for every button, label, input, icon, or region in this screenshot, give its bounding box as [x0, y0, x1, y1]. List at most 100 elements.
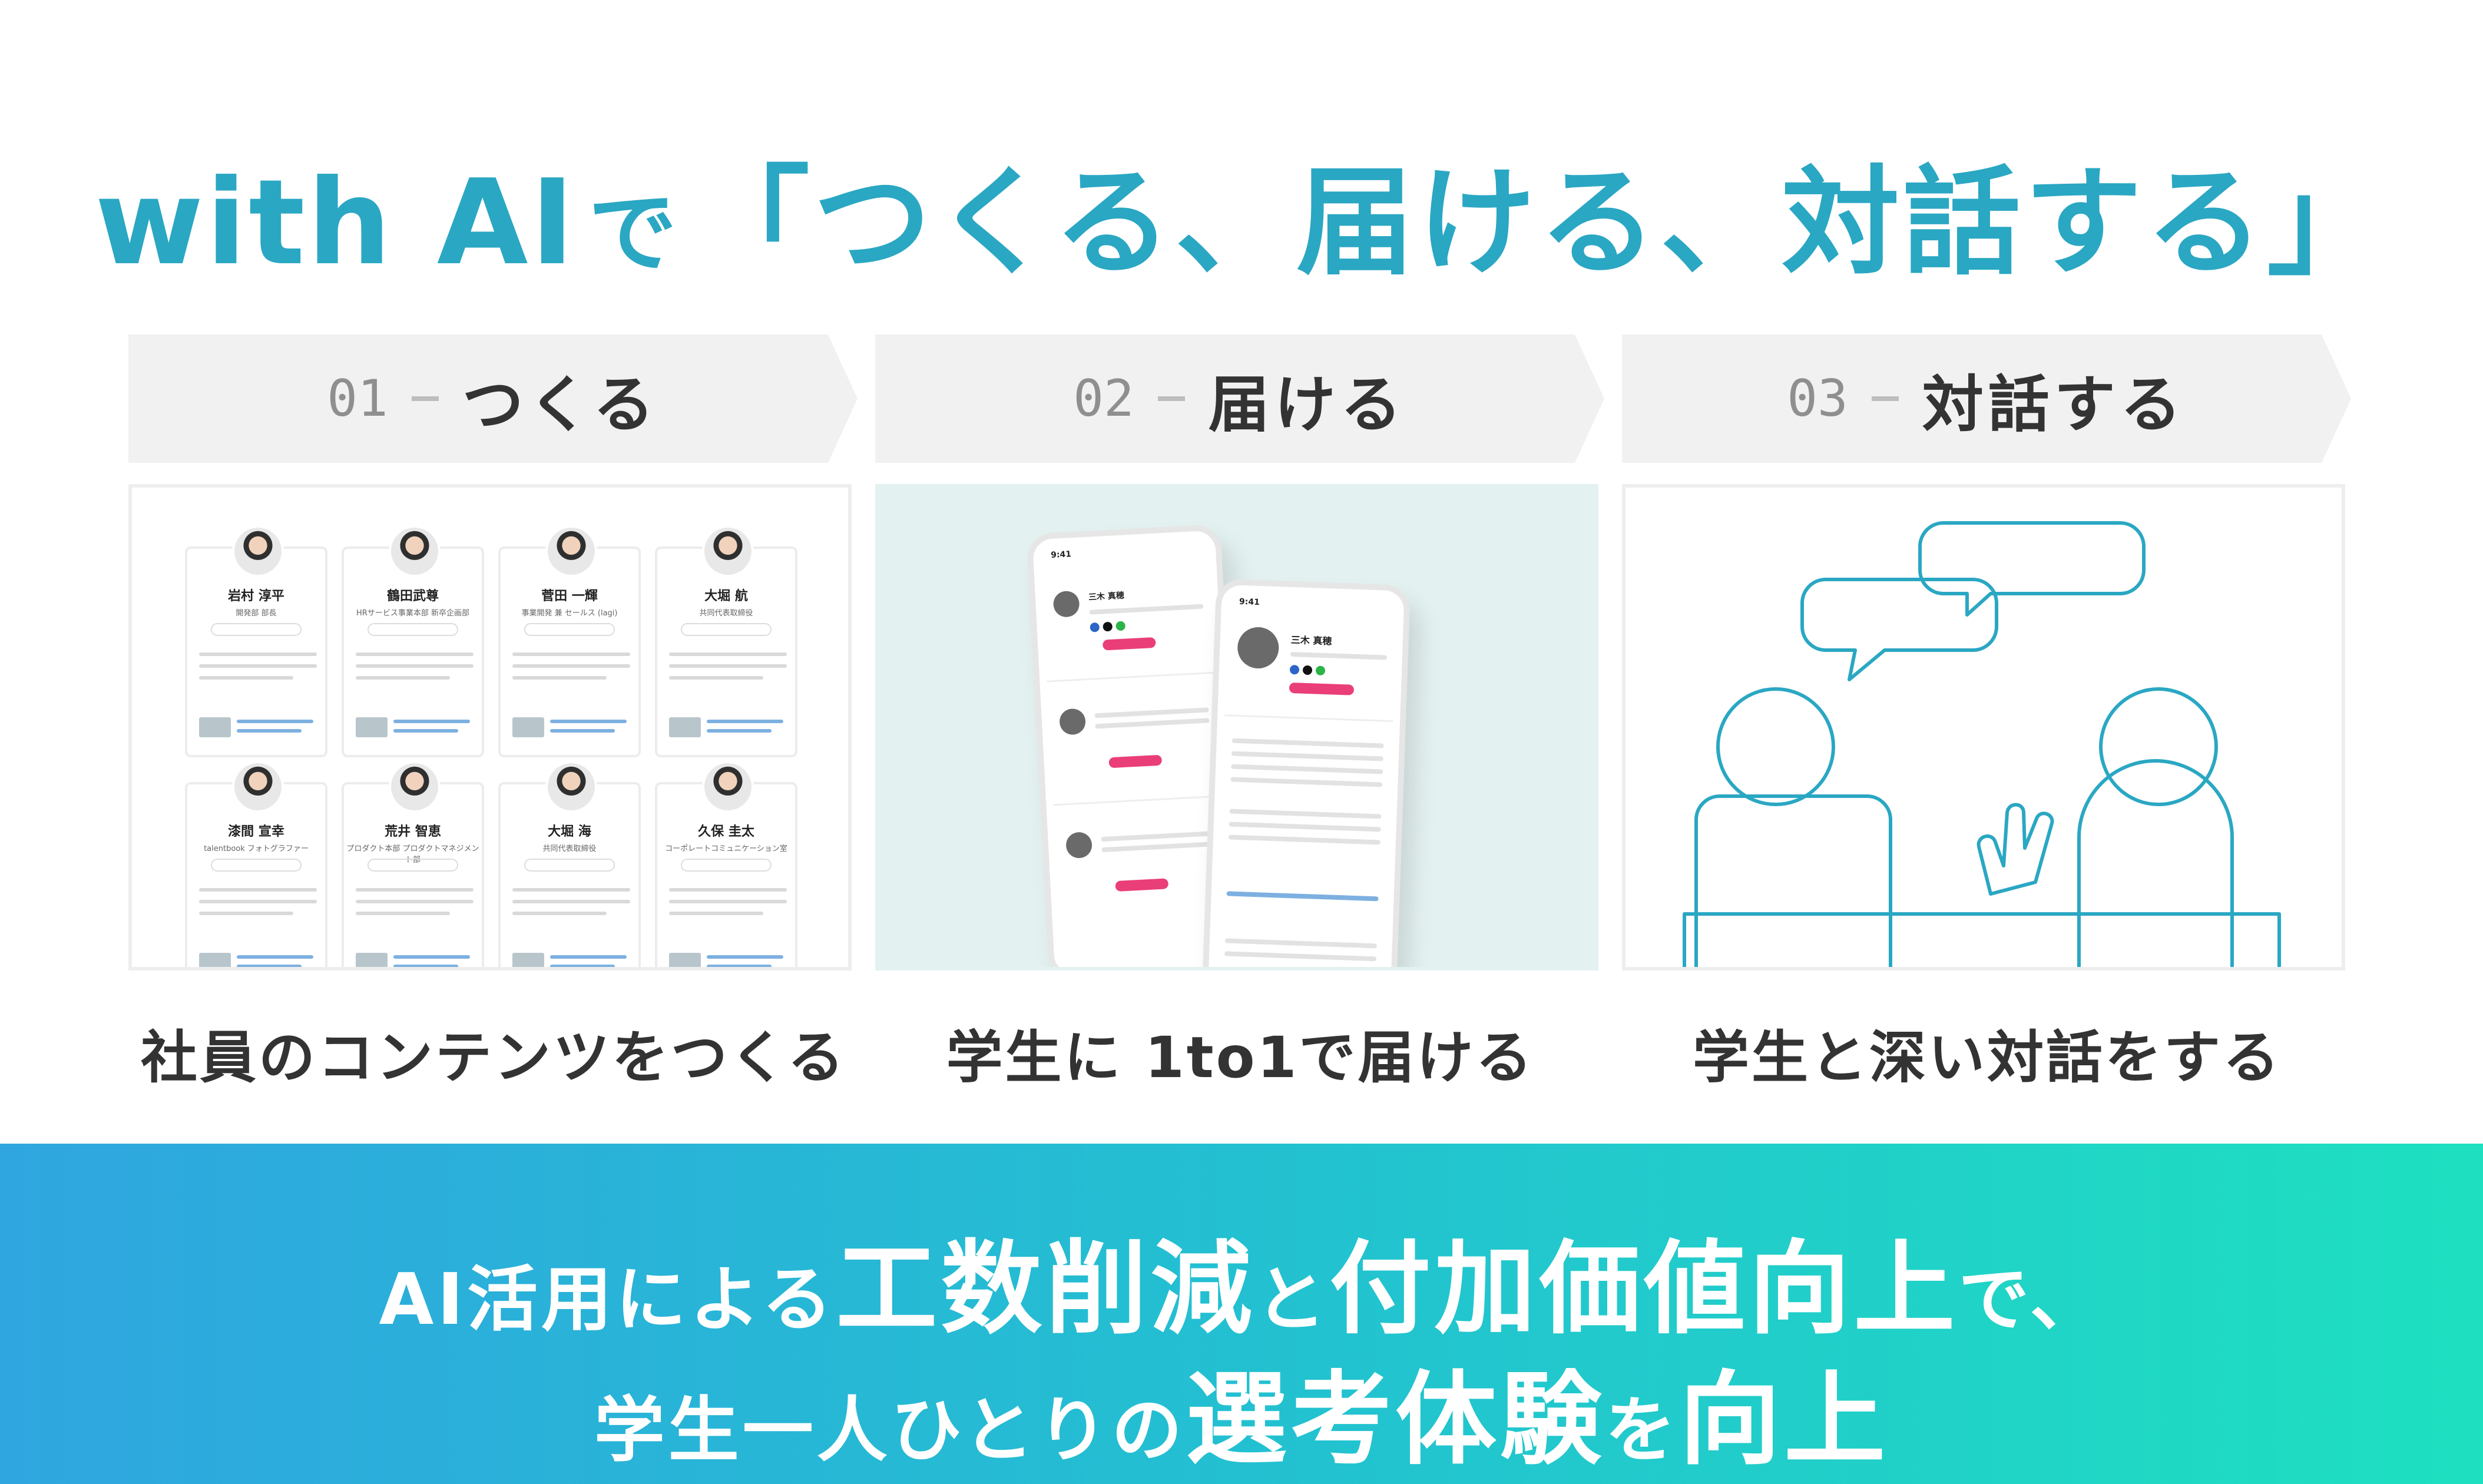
avatar	[232, 761, 284, 813]
intro-line	[512, 664, 630, 668]
intro-line	[512, 888, 630, 892]
phone-front-avatar	[1237, 626, 1280, 670]
banner-line2-segment: を	[1605, 1390, 1680, 1472]
profile-name: 荒井 智恵	[385, 824, 441, 839]
phone-back-follow-button-3[interactable]	[1115, 878, 1169, 892]
avatar	[702, 761, 754, 813]
intro-line	[356, 664, 474, 668]
profile-card[interactable]: 菅田 一輝事業開発 兼 セールス (lagi)	[498, 525, 641, 757]
article-link[interactable]	[550, 729, 615, 733]
avatar	[545, 761, 597, 813]
profile-card[interactable]: 岩村 淳平開発部 部長	[185, 525, 327, 757]
article-thumbnail[interactable]	[356, 953, 388, 967]
profile-card[interactable]: 荒井 智恵プロダクト本部 プロダクトマネジメント部	[342, 761, 484, 967]
article-link[interactable]	[550, 965, 615, 967]
article-link[interactable]	[393, 720, 470, 723]
profile-role: HRサービス事業本部 新卒企画部	[356, 609, 469, 618]
article-link[interactable]	[237, 720, 313, 723]
phone-front-line	[1231, 764, 1383, 774]
intro-line	[199, 664, 317, 668]
phone-back-line	[1101, 842, 1216, 853]
step-2-caption: 学生に 1to1で届ける	[946, 1025, 1535, 1091]
phone-front-line	[1230, 777, 1383, 787]
join-date-pill	[368, 859, 458, 872]
phone-front-link[interactable]	[1226, 891, 1379, 902]
phone-back-avatar-2	[1058, 708, 1087, 736]
phone-back-avatar-1	[1052, 590, 1080, 618]
phone-back-follow-button-1[interactable]	[1102, 637, 1156, 651]
phone-front-name: 三木 真穂	[1290, 634, 1332, 647]
phone-back-line	[1094, 707, 1209, 718]
banner-line1-segment: AI活用による	[379, 1259, 836, 1341]
intro-line	[669, 912, 763, 915]
profile-role: コーポレートコミュニケーション室	[665, 844, 787, 853]
phone-front-line	[1229, 822, 1381, 832]
intro-line	[199, 652, 317, 656]
phone-front-line	[1229, 809, 1382, 819]
profile-card[interactable]: 久保 圭太コーポレートコミュニケーション室	[655, 761, 797, 967]
article-thumbnail[interactable]	[199, 953, 231, 967]
intro-line	[669, 664, 787, 668]
profiles-panel: 岩村 淳平開発部 部長 鶴田武尊 HRサービス事業本部 新卒企画部 菅田 一輝事業開発…	[128, 484, 852, 970]
intro-line	[512, 676, 607, 680]
banner-line1-segment: 付加価値向上	[1329, 1230, 1959, 1348]
phone-back-divider-1	[1047, 671, 1216, 683]
line-icon	[1115, 621, 1126, 631]
step-3-caption: 学生と深い対話をする	[1693, 1025, 2282, 1091]
step-3-number: 03	[1787, 369, 1848, 428]
intro-line	[356, 888, 474, 892]
article-link[interactable]	[707, 965, 772, 967]
join-date-pill	[211, 623, 302, 636]
article-link[interactable]	[707, 729, 772, 733]
article-thumbnail[interactable]	[512, 717, 544, 737]
article-link[interactable]	[393, 955, 470, 959]
phone-back-line	[1101, 831, 1216, 842]
article-link[interactable]	[237, 955, 313, 959]
intro-line	[199, 900, 317, 903]
intro-line	[199, 888, 317, 892]
profile-role: プロダクト本部 プロダクトマネジメント部	[346, 844, 479, 864]
article-thumbnail[interactable]	[199, 717, 231, 737]
article-thumbnail[interactable]	[669, 953, 701, 967]
article-link[interactable]	[237, 729, 302, 733]
step-1-header: 01 つくる	[128, 334, 858, 463]
article-link[interactable]	[237, 965, 302, 967]
headline-close-bracket: 」	[2267, 154, 2389, 292]
line-icon	[1315, 665, 1326, 676]
banner-line2-segment: 学生一人ひとりの	[594, 1390, 1186, 1472]
intro-line	[669, 888, 787, 892]
profile-card[interactable]: 大堀 航共同代表取締役	[655, 525, 797, 757]
intro-line	[356, 900, 474, 903]
x-icon	[1302, 665, 1313, 675]
phone-front-line	[1224, 951, 1377, 962]
article-link[interactable]	[707, 720, 783, 723]
person-right-body-icon	[2077, 759, 2234, 967]
profile-name: 鶴田武尊	[386, 589, 439, 604]
step-2-header: 02 届ける	[875, 334, 1604, 463]
article-link[interactable]	[707, 955, 783, 959]
step-1-dash	[411, 396, 439, 401]
article-thumbnail[interactable]	[512, 953, 544, 967]
step-1-number: 01	[327, 369, 388, 428]
phone-front-follow-button[interactable]	[1289, 682, 1355, 695]
profile-card[interactable]: 鶴田武尊 HRサービス事業本部 新卒企画部	[342, 525, 484, 757]
article-link[interactable]	[393, 965, 458, 967]
article-link[interactable]	[550, 955, 627, 959]
phone-front-time: 9:41	[1239, 597, 1260, 608]
intro-line	[356, 652, 474, 656]
join-date-pill	[524, 859, 615, 872]
step-2-number: 02	[1073, 369, 1134, 428]
step-3-label: 対話する	[1922, 368, 2186, 440]
phone-front-line	[1290, 651, 1387, 660]
article-thumbnail[interactable]	[669, 717, 701, 737]
article-link[interactable]	[550, 720, 627, 723]
article-link[interactable]	[393, 729, 458, 733]
phone-front-line	[1228, 834, 1381, 845]
avatar	[702, 525, 754, 577]
profile-card[interactable]: 大堀 海共同代表取締役	[498, 761, 641, 967]
phone-back-follow-button-2[interactable]	[1108, 754, 1163, 768]
article-thumbnail[interactable]	[356, 717, 388, 737]
banner-line1-segment: と	[1255, 1259, 1330, 1341]
intro-line	[356, 676, 450, 680]
